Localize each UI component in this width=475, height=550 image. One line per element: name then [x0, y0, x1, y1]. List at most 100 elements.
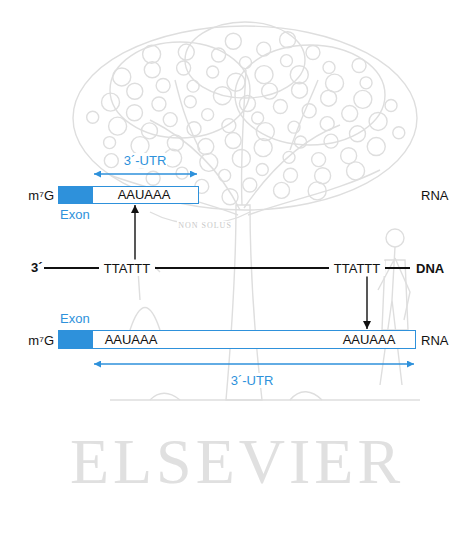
- poly-a-signal: AAUAAA: [105, 332, 158, 347]
- leaf-stroke: [144, 62, 160, 78]
- watermark-motto: NON SOLUS: [177, 221, 233, 231]
- molecule-label: DNA: [415, 261, 445, 276]
- leaf-stroke: [306, 45, 320, 59]
- leaf-stroke: [104, 137, 116, 149]
- exon-fill: [59, 331, 93, 348]
- leaf-stroke: [312, 153, 326, 167]
- leaf-stroke: [126, 105, 142, 121]
- leaf-stroke: [200, 153, 218, 171]
- leaf-stroke: [302, 104, 316, 118]
- leaf-stroke: [187, 122, 201, 136]
- leaf-stroke: [113, 68, 131, 86]
- leaf-stroke: [288, 121, 300, 133]
- leaf-stroke: [243, 178, 257, 192]
- leaf-stroke: [283, 151, 295, 163]
- leaf-stroke: [178, 44, 194, 60]
- poly-a-signal: AAUAAA: [118, 187, 171, 202]
- cap-label: m⁷G: [27, 333, 55, 348]
- leaf-stroke: [349, 126, 365, 142]
- leaf-stroke: [222, 119, 236, 133]
- leaf-stroke: [262, 83, 278, 99]
- leaf-stroke: [187, 80, 199, 92]
- leaf-stroke: [256, 164, 268, 176]
- mrna-transcript-box: AAUAAA AAUAAA: [58, 330, 416, 349]
- leaf-stroke: [176, 167, 188, 179]
- leaf-stroke: [212, 48, 226, 62]
- leaf-stroke: [225, 33, 241, 49]
- leaf-stroke: [202, 109, 214, 121]
- leaf-stroke: [280, 55, 292, 67]
- leaf-stroke: [308, 182, 326, 200]
- cap-label: m⁷G: [27, 188, 55, 203]
- leaf-stroke: [367, 138, 385, 156]
- leaf-stroke: [342, 106, 358, 122]
- leaf-stroke: [326, 74, 344, 92]
- leaf-stroke: [292, 82, 308, 98]
- leaf-stroke: [219, 169, 231, 181]
- leaf-stroke: [109, 117, 127, 135]
- leaf-stroke: [141, 123, 157, 139]
- leaf-stroke: [257, 42, 271, 56]
- leaf-stroke: [323, 61, 335, 73]
- leaf-stroke: [273, 99, 287, 113]
- leaf-stroke: [295, 136, 307, 148]
- leaf-stroke: [225, 133, 241, 149]
- leaf-stroke: [232, 149, 250, 167]
- leaf-stroke: [156, 79, 170, 93]
- watermark-text: ELSEVIER: [69, 427, 405, 497]
- leaf-stroke: [274, 182, 290, 198]
- leaf-stroke: [239, 96, 255, 112]
- leaf-stroke: [280, 32, 296, 48]
- leaf-stroke: [252, 112, 264, 124]
- leaf-stroke: [127, 83, 143, 99]
- utr-span-arrow: [94, 173, 197, 174]
- leaf-stroke: [143, 45, 161, 63]
- leaf-stroke: [87, 111, 99, 123]
- leaf-stroke: [385, 99, 397, 111]
- leaf-stroke: [284, 168, 298, 182]
- molecule-label: RNA: [420, 333, 449, 348]
- leaf-stroke: [240, 57, 252, 69]
- leaf-stroke: [352, 58, 366, 72]
- exon-fill: [59, 187, 93, 203]
- leaf-stroke: [207, 66, 219, 78]
- signal-site: TTATTT: [329, 261, 385, 276]
- exon-label: Exon: [59, 311, 91, 326]
- leaf-stroke: [393, 127, 405, 139]
- leaf-stroke: [369, 112, 387, 130]
- mrna-transcript-box: AAUAAA: [58, 186, 199, 204]
- leaf-stroke: [227, 73, 245, 91]
- leaf-stroke: [354, 90, 372, 108]
- leaf-stroke: [163, 113, 177, 127]
- signal-site: TTATTT: [99, 261, 155, 276]
- utr-label: 3´-UTR: [123, 153, 168, 168]
- strand-end: 3´: [30, 260, 44, 275]
- leaf-stroke: [290, 66, 308, 84]
- leaf-stroke: [360, 77, 372, 89]
- leaf-stroke: [255, 66, 273, 84]
- leaf-stroke: [254, 139, 272, 157]
- molecule-label: RNA: [420, 188, 449, 203]
- leaf-stroke: [198, 139, 214, 155]
- leaf-stroke: [167, 135, 183, 151]
- dna-signal: TTATTT: [334, 261, 380, 276]
- leaf-stroke: [177, 61, 191, 75]
- poly-a-signal: AAUAAA: [343, 332, 396, 347]
- leaf-stroke: [184, 96, 196, 108]
- utr-span-arrow: [94, 363, 414, 364]
- utr-label: 3´-UTR: [230, 373, 275, 388]
- leaf-stroke: [320, 117, 334, 131]
- transcription-arrow: [366, 277, 367, 330]
- transcription-arrow: [134, 205, 135, 260]
- leaf-stroke: [347, 162, 365, 180]
- leaf-stroke: [102, 93, 120, 111]
- leaf-stroke: [324, 134, 338, 148]
- leaf-stroke: [104, 154, 118, 168]
- leaf-stroke: [146, 171, 160, 185]
- leaf-stroke: [213, 87, 231, 105]
- exon-label: Exon: [59, 207, 91, 222]
- leaf-stroke: [152, 97, 166, 111]
- dna-signal: TTATTT: [104, 261, 150, 276]
- leaf-stroke: [222, 189, 238, 205]
- leaf-stroke: [256, 123, 274, 141]
